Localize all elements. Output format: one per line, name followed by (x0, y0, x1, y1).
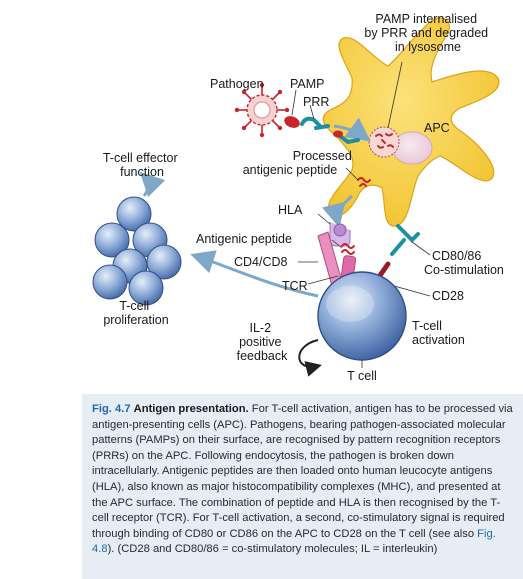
caption-main-text: For T-cell activation, antigen has to be… (92, 403, 513, 540)
cd80-86-molecule (390, 224, 420, 256)
label-processed-peptide: Processed antigenic peptide (243, 149, 356, 177)
pamp-internalised-pointer (387, 61, 403, 129)
figure-number: Fig. 4.7 (92, 403, 131, 415)
antigenic-peptide (341, 243, 355, 255)
label-pathogen: Pathogen (210, 77, 264, 91)
degraded-pamp-fragments (375, 133, 394, 149)
label-prr: PRR (303, 95, 329, 109)
figure-title: Antigen presentation. (133, 403, 249, 415)
figure-caption: Fig. 4.7 Antigen presentation. For T-cel… (92, 402, 513, 558)
prr-receptor-bound (333, 130, 360, 145)
label-pamp: PAMP (290, 77, 325, 91)
proliferation-arrow (190, 250, 319, 298)
il2-feedback-arrow (298, 339, 322, 377)
processed-peptide (357, 177, 371, 187)
label-cd80-86: CD80/86 Co-stimulation (424, 249, 504, 277)
label-tcell-proliferation: T-cell proliferation (103, 299, 168, 327)
label-hla: HLA (278, 203, 303, 217)
t-cell-proliferation-cluster (92, 196, 182, 306)
apc-cell (322, 17, 500, 227)
pathogen-icon (234, 82, 290, 138)
internalisation-arrow (333, 117, 371, 142)
prr-receptor (300, 116, 330, 130)
hla-molecule (329, 222, 351, 247)
label-pamp-internalised: PAMP internalised by PRR and degraded in… (364, 12, 491, 54)
label-il2-feedback: IL-2 positive feedback (237, 321, 288, 363)
label-tcell: T cell (347, 369, 377, 383)
effector-arrow (139, 171, 166, 198)
pamp-icon (284, 116, 300, 128)
label-tcr: TCR (282, 279, 308, 293)
figure-cross-reference-link[interactable]: Fig. 4.8 (92, 527, 496, 556)
presentation-arrow (322, 194, 353, 228)
label-cd4-cd8: CD4/CD8 (234, 255, 288, 269)
label-cd28: CD28 (432, 289, 464, 303)
figure-caption-panel: Fig. 4.7 Antigen presentation. For T-cel… (82, 394, 523, 579)
label-tcell-activation: T-cell activation (412, 319, 465, 347)
label-apc: APC (424, 121, 450, 135)
label-antigenic-peptide: Antigenic peptide (196, 232, 292, 246)
antigen-presentation-diagram: PAMP internalised by PRR and degraded in… (92, 12, 504, 383)
label-tcell-effector: T-cell effector function (103, 151, 181, 179)
caption-end-text: ). (CD28 and CD80/86 = co-stimulatory mo… (107, 543, 438, 556)
